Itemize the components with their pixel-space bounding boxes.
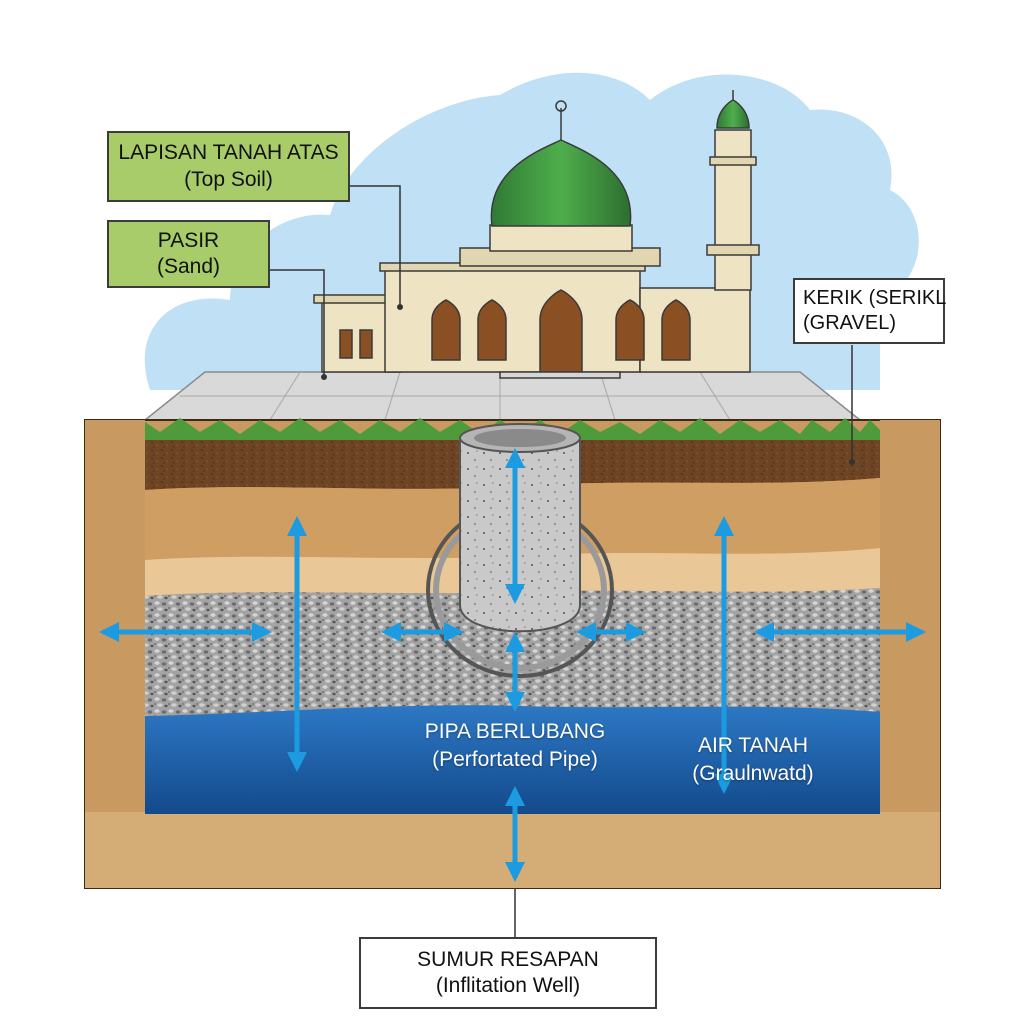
label-top-soil-line2: (Top Soil) bbox=[184, 167, 273, 191]
label-infiltration-well: SUMUR RESAPAN (Inflitation Well) bbox=[359, 937, 657, 1009]
label-top-soil-line1: LAPISAN TANAH ATAS bbox=[118, 141, 339, 165]
mosque bbox=[313, 90, 760, 379]
label-gravel-line1: KERIK (SERIKL bbox=[803, 287, 947, 309]
groundwater-layer bbox=[145, 705, 880, 814]
label-groundwater: AIR TANAH (Graulnwatd) bbox=[668, 732, 838, 789]
label-perforated-pipe: PIPA BERLUBANG (Perfortated Pipe) bbox=[395, 718, 635, 775]
label-sand-line1: PASIR bbox=[157, 228, 220, 252]
label-pipe-line2: (Perfortated Pipe) bbox=[432, 748, 598, 772]
label-well-line2: (Inflitation Well) bbox=[435, 974, 581, 997]
label-gravel-line2: (GRAVEL) bbox=[803, 312, 896, 334]
label-top-soil: LAPISAN TANAH ATAS (Top Soil) bbox=[107, 131, 350, 202]
label-gravel: KERIK (SERIKL (GRAVEL) bbox=[793, 278, 947, 344]
label-groundwater-line1: AIR TANAH bbox=[697, 734, 809, 757]
label-pipe-line1: PIPA BERLUBANG bbox=[424, 720, 606, 743]
outer-sand-right bbox=[880, 420, 940, 888]
outer-sand-left bbox=[85, 420, 145, 888]
flow-arrows bbox=[99, 448, 926, 882]
label-well-line1: SUMUR RESAPAN bbox=[417, 947, 599, 971]
leader-lines bbox=[270, 185, 853, 938]
label-sand: PASIR (Sand) bbox=[107, 220, 270, 288]
label-groundwater-line2: (Graulnwatd) bbox=[692, 762, 814, 786]
perforated-pipe bbox=[459, 439, 581, 633]
label-sand-line2: (Sand) bbox=[156, 255, 221, 278]
